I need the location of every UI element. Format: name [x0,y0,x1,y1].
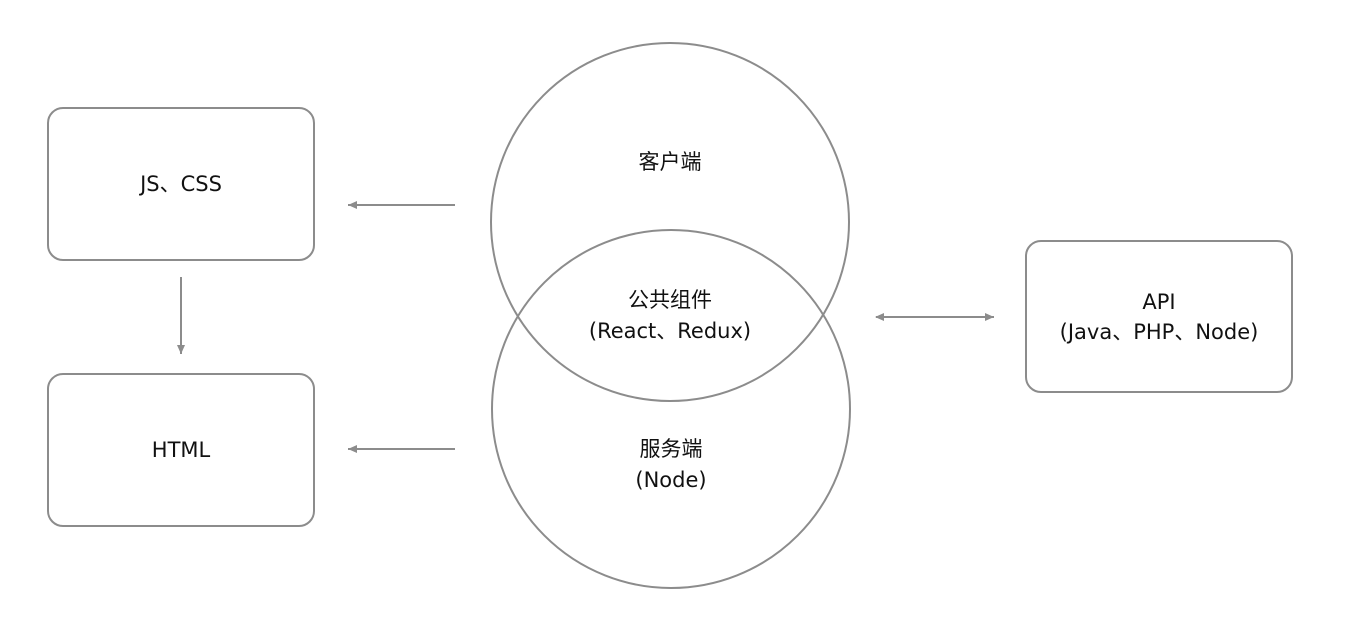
server-label: 服务端 (Node) [635,434,706,496]
api-node: API (Java、PHP、Node) [1025,240,1293,393]
shared-title: 公共组件 [628,288,712,312]
client-title: 客户端 [638,150,702,174]
js-css-label: JS、CSS [140,172,222,196]
client-circle [490,42,850,402]
shared-subtitle: (React、Redux) [588,319,752,343]
api-title: API [1142,289,1176,314]
shared-components-label: 公共组件 (React、Redux) [589,285,751,347]
server-subtitle: (Node) [635,468,707,492]
js-css-node: JS、CSS [47,107,315,261]
html-node: HTML [47,373,315,527]
client-label: 客户端 [639,147,702,178]
api-subtitle: (Java、PHP、Node) [1059,319,1259,344]
html-label: HTML [151,438,211,462]
server-title: 服务端 [639,437,703,461]
server-circle [491,229,851,589]
